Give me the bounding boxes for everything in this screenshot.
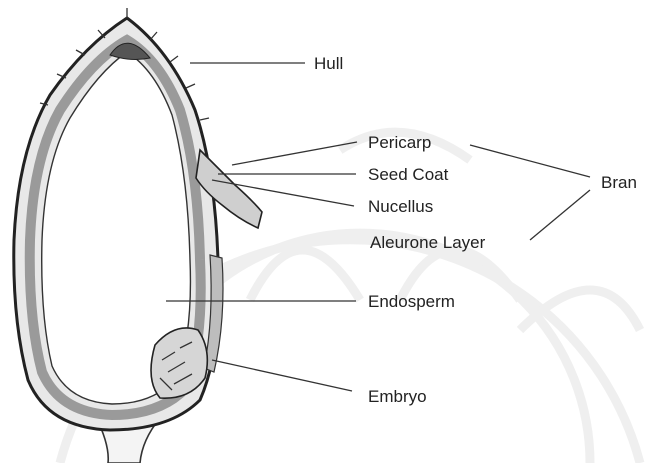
label-embryo: Embryo [368, 387, 427, 406]
embryo-leader [212, 360, 352, 391]
rice-grain [14, 8, 262, 463]
bran-leader-bottom [530, 190, 590, 240]
label-hull: Hull [314, 54, 343, 73]
label-bran: Bran [601, 173, 637, 192]
label-aleurone-layer: Aleurone Layer [370, 233, 486, 252]
bran-leader-top [470, 145, 590, 177]
label-nucellus: Nucellus [368, 197, 433, 216]
label-seed-coat: Seed Coat [368, 165, 449, 184]
leader-lines [166, 63, 590, 391]
pericarp-leader [232, 142, 357, 165]
label-pericarp: Pericarp [368, 133, 431, 152]
label-endosperm: Endosperm [368, 292, 455, 311]
